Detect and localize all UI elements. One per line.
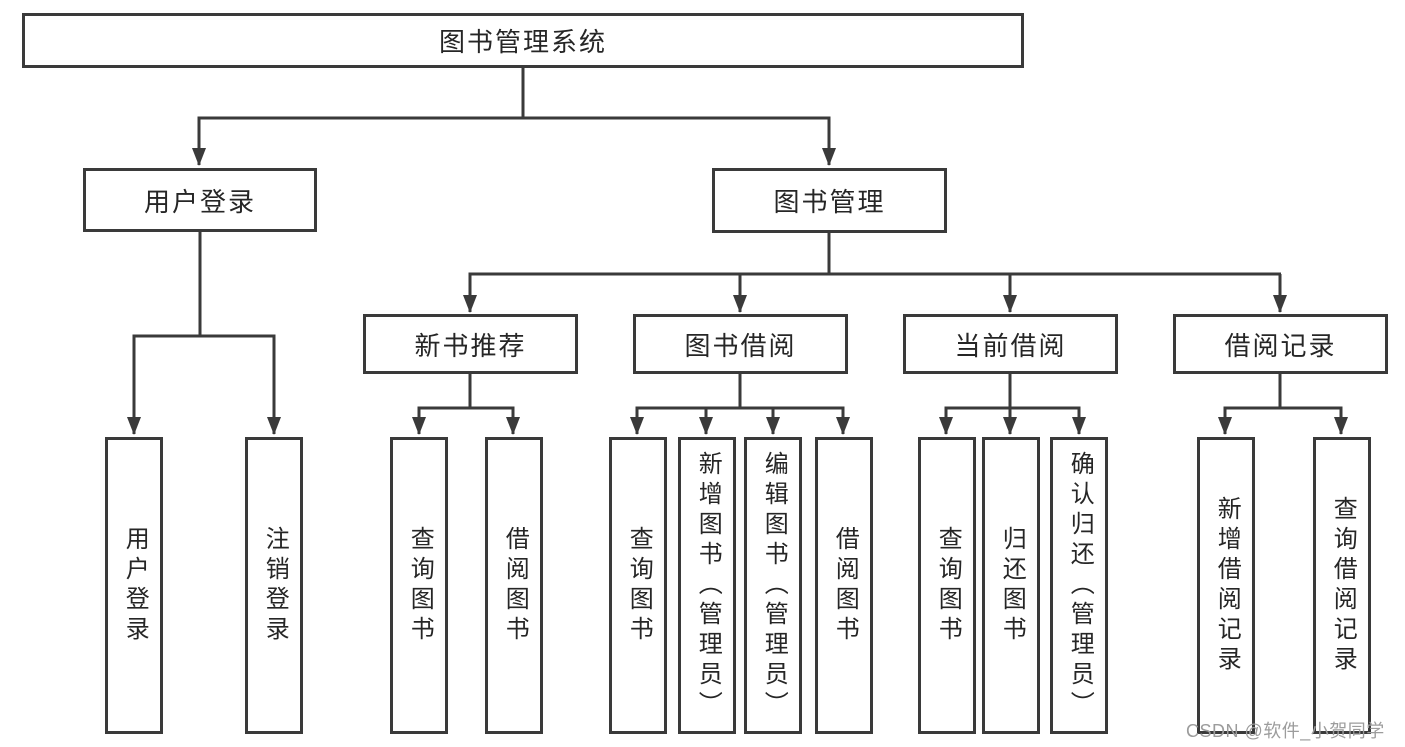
node-new-book-recommend-label: 新书推荐 [414, 330, 527, 361]
node-book-borrow: 图书借阅 [633, 314, 848, 374]
node-new-book-recommend: 新书推荐 [363, 314, 578, 374]
node-book-management: 图书管理 [712, 168, 947, 233]
leaf-borrow-books: 借阅图书 [815, 437, 873, 734]
leaf-return-books-label: 归还图书 [998, 525, 1026, 646]
leaf-query-books-current-label: 查询图书 [934, 525, 962, 646]
leaf-edit-book-admin: 编辑图书（管理员） [744, 437, 802, 734]
node-book-management-label: 图书管理 [773, 187, 886, 217]
leaf-logout: 注销登录 [245, 437, 303, 734]
leaf-confirm-return-admin-label: 确认归还（管理员） [1066, 450, 1094, 721]
leaf-return-books: 归还图书 [982, 437, 1040, 734]
node-user-login-label: 用户登录 [143, 186, 256, 217]
node-current-borrow: 当前借阅 [903, 314, 1118, 374]
leaf-user-login: 用户登录 [105, 437, 163, 734]
node-book-borrow-label: 图书借阅 [684, 330, 797, 361]
connector-group [127, 68, 1348, 435]
leaf-logout-label: 注销登录 [261, 525, 289, 646]
leaf-confirm-return-admin: 确认归还（管理员） [1050, 437, 1108, 734]
leaf-add-book-admin: 新增图书（管理员） [678, 437, 736, 734]
node-current-borrow-label: 当前借阅 [954, 330, 1067, 361]
leaf-add-borrow-record: 新增借阅记录 [1197, 437, 1255, 734]
leaf-query-books-borrow: 查询图书 [609, 437, 667, 734]
leaf-borrow-books-recommend: 借阅图书 [485, 437, 543, 734]
leaf-user-login-label: 用户登录 [121, 525, 149, 646]
leaf-query-books-current: 查询图书 [918, 437, 976, 734]
node-user-login: 用户登录 [83, 168, 317, 232]
node-root-system: 图书管理系统 [22, 13, 1024, 68]
leaf-query-books-borrow-label: 查询图书 [625, 525, 653, 646]
leaf-query-borrow-record: 查询借阅记录 [1313, 437, 1371, 734]
leaf-query-books-recommend: 查询图书 [390, 437, 448, 734]
leaf-query-books-recommend-label: 查询图书 [406, 525, 434, 646]
leaf-add-book-admin-label: 新增图书（管理员） [694, 450, 722, 721]
leaf-borrow-books-label: 借阅图书 [831, 525, 859, 646]
node-borrow-records-label: 借阅记录 [1224, 330, 1337, 361]
csdn-watermark: CSDN @软件_小贺同学 [1186, 721, 1385, 741]
leaf-query-borrow-record-label: 查询借阅记录 [1329, 495, 1357, 676]
leaf-edit-book-admin-label: 编辑图书（管理员） [760, 450, 788, 721]
leaf-add-borrow-record-label: 新增借阅记录 [1213, 495, 1241, 676]
node-borrow-records: 借阅记录 [1173, 314, 1388, 374]
leaf-borrow-books-recommend-label: 借阅图书 [501, 525, 529, 646]
node-root-label: 图书管理系统 [438, 27, 607, 57]
